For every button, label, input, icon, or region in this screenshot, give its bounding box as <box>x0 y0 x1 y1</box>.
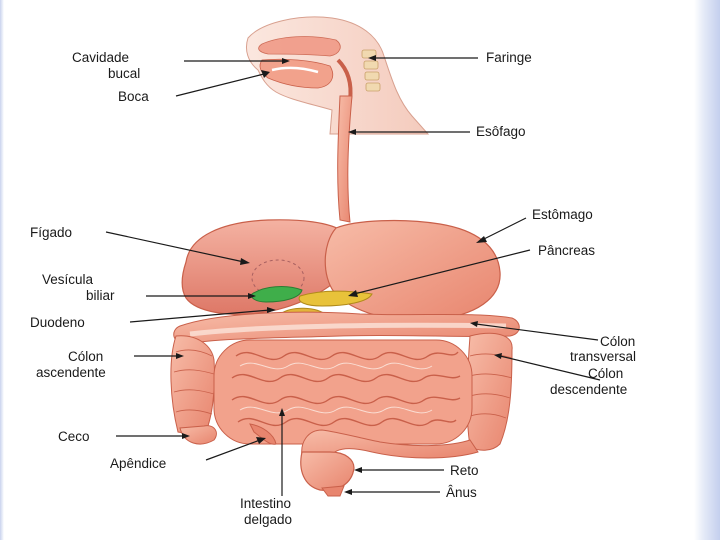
label-cavidade-bucal-line2: bucal <box>108 66 140 81</box>
cecum <box>179 425 217 445</box>
label-colon-transversal-line1: Cólon <box>600 334 635 349</box>
small-intestine <box>213 339 473 445</box>
right-border <box>694 0 720 540</box>
descending-colon <box>466 332 513 451</box>
label-anus: Ânus <box>446 485 477 500</box>
labels: Cavidade bucal Boca Faringe Esôfago Estô… <box>30 50 636 527</box>
gallbladder <box>251 286 303 303</box>
head-and-neck <box>245 16 430 135</box>
liver <box>181 219 351 315</box>
left-border <box>0 0 4 540</box>
label-faringe: Faringe <box>486 50 532 65</box>
leader-lines <box>105 55 601 496</box>
label-estomago: Estômago <box>532 207 593 222</box>
rectum <box>300 451 355 491</box>
label-vesicula-line2: biliar <box>86 288 115 303</box>
label-colon-ascendente-line1: Cólon <box>68 349 103 364</box>
label-pancreas: Pâncreas <box>538 243 595 258</box>
label-boca: Boca <box>118 89 149 104</box>
esophagus <box>337 95 353 223</box>
label-cavidade-bucal-line1: Cavidade <box>72 50 129 65</box>
spine-vertebrae <box>361 49 381 92</box>
label-reto: Reto <box>450 463 479 478</box>
ascending-colon <box>170 335 215 437</box>
label-intestino-delgado-line2: delgado <box>244 512 292 527</box>
hidden-organ-outline <box>251 259 305 297</box>
stomach <box>324 219 501 322</box>
label-figado: Fígado <box>30 225 72 240</box>
label-colon-transversal-line2: transversal <box>570 349 636 364</box>
label-duodeno: Duodeno <box>30 315 85 330</box>
label-intestino-delgado-line1: Intestino <box>240 496 291 511</box>
label-vesicula-line1: Vesícula <box>42 272 94 287</box>
appendix <box>249 423 277 445</box>
label-colon-descendente-line1: Cólon <box>588 366 623 381</box>
anus <box>321 485 345 497</box>
label-esofago: Esôfago <box>476 124 526 139</box>
label-colon-descendente-line2: descendente <box>550 382 627 397</box>
sigmoid-colon <box>301 429 479 459</box>
label-ceco: Ceco <box>58 429 90 444</box>
label-apendice: Apêndice <box>110 456 166 471</box>
label-colon-ascendente-line2: ascendente <box>36 365 106 380</box>
